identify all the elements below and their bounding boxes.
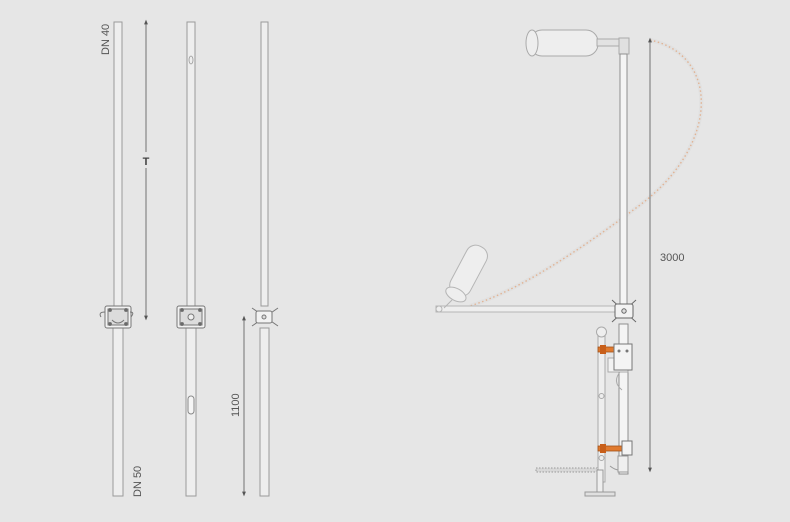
dimension-t-label: T xyxy=(143,156,150,168)
pipe-2-slot xyxy=(187,395,195,415)
dimension-1100-label: 1100 xyxy=(230,393,242,417)
pivot-clamp xyxy=(611,299,637,323)
ground-base xyxy=(535,455,629,497)
pipe-2-clamp xyxy=(176,305,206,329)
bracket-upper xyxy=(597,343,633,371)
swing-arc xyxy=(469,39,702,307)
pipe-3-lower xyxy=(259,327,270,497)
pipe-3-clamp xyxy=(251,307,279,327)
label-dn50: DN 50 xyxy=(132,466,144,497)
main-pole-upper xyxy=(619,53,628,305)
pipe-1-assembly: T DN 40 DN 50 xyxy=(99,19,153,497)
pipe-1-lower xyxy=(112,327,124,497)
pipe-2-assembly xyxy=(176,21,206,497)
pipe-1-clamp xyxy=(99,305,134,329)
bracket-lower xyxy=(597,440,633,456)
label-dn40: DN 40 xyxy=(100,24,112,55)
lowered-pole-ghost xyxy=(435,244,617,313)
pipe-3-assembly: 1100 xyxy=(230,21,279,497)
pipe-3-upper xyxy=(260,21,269,307)
mounted-assembly: 3000 xyxy=(435,29,704,497)
pipe-2-upper xyxy=(186,21,196,307)
luminaire-head xyxy=(525,29,630,57)
main-pole-lower xyxy=(618,323,629,475)
dimension-3000-label: 3000 xyxy=(660,252,684,264)
pipe-1-upper xyxy=(113,21,123,307)
